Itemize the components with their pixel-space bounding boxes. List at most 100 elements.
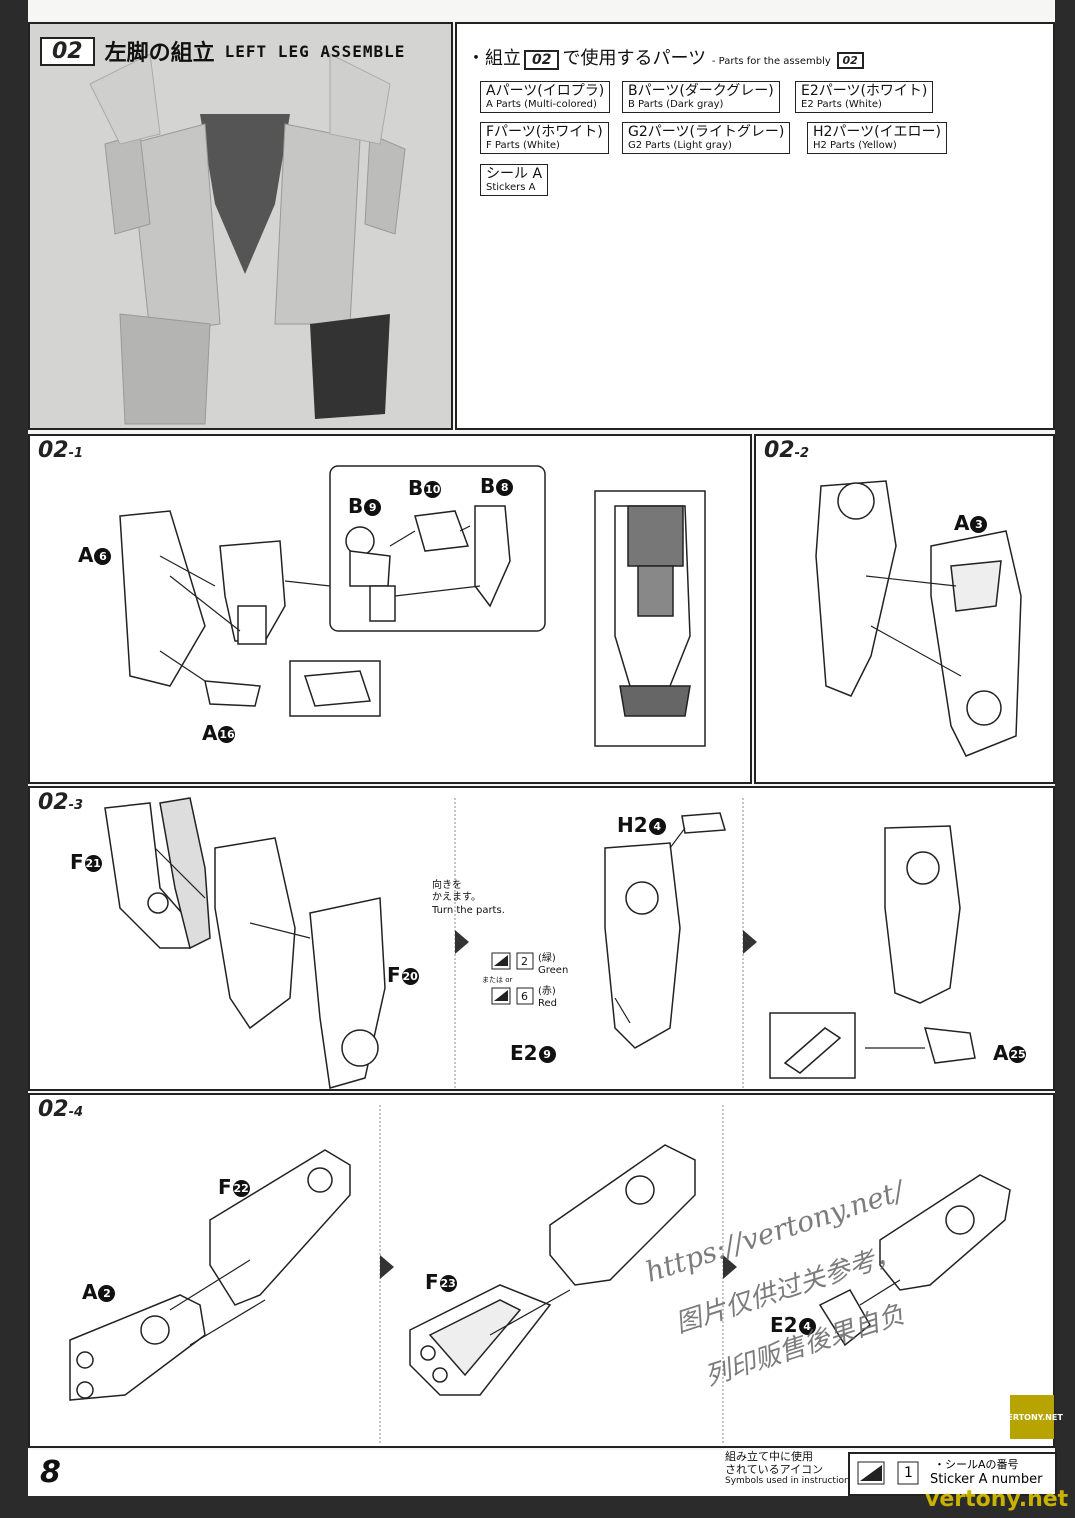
label-a6-number: 6 [94,548,112,565]
watermark-site: vertony.net [925,1487,1069,1512]
header-panel: 02 左脚の組立 LEFT LEG ASSEMBLE [28,22,453,430]
sticker-green-number: 2 [521,955,528,968]
parts-b: Bパーツ(ダークグレー)B Parts (Dark gray) [622,81,780,113]
label-b9-number: 9 [364,499,382,516]
icons-caption-jp2: されているアイコン [725,1462,824,1476]
bottom-border [0,1496,1075,1518]
step-02-3-panel: 02-3 [28,786,1055,1091]
icons-caption: 組み立て中に使用 されているアイコン Symbols used in instr… [725,1450,855,1487]
step-02-1-tag-sub: -1 [68,446,84,461]
parts-title-en: - Parts for the assembly [711,56,831,67]
sticker-legend-number: 1 [904,1465,913,1481]
step-02-1-diagram [119,465,706,747]
label-e2-9-number: 9 [538,1046,556,1063]
parts-title-jp-pre: ・組立 [467,48,521,69]
step-02-2-tag: 02-2 [756,436,817,465]
label-a2-number: 2 [98,1285,116,1302]
parts-sticker-jp: シール A [486,166,543,182]
label-h2-4-prefix: H2 [617,813,648,837]
step-heading: 02 左脚の組立 LEFT LEG ASSEMBLE [40,34,405,68]
parts-e2-jp: E2パーツ(ホワイト) [801,83,928,99]
next-arrow-4 [723,1255,737,1279]
label-b8-prefix: B [480,474,496,498]
label-e2-9-prefix: E2 [510,1041,538,1065]
label-f20-prefix: F [387,963,401,987]
icons-caption-en: Symbols used in instructions [725,1476,855,1487]
title-japanese: 左脚の組立 [104,40,215,66]
sticker-legend-jp: ・シールAの番号 [934,1458,1019,1471]
label-a3-prefix: A [954,511,970,535]
parts-h2-jp: H2パーツ(イエロー) [813,124,941,140]
step-02-4-diagram [69,1105,1011,1445]
label-a16-number: 16 [218,726,236,743]
parts-g2-jp: G2パーツ(ライトグレー) [628,124,785,140]
label-f22-number: 22 [232,1180,250,1197]
next-arrow-2 [743,930,757,954]
leg-photo-illustration [30,24,451,428]
step-02-4-panel: 02-4 [28,1093,1055,1448]
step-number-badge: 02 [40,36,95,66]
parts-h2: H2パーツ(イエロー)H2 Parts (Yellow) [807,122,947,154]
label-h2-4-number: 4 [648,818,666,835]
step-02-3-tag: 02-3 [30,788,91,817]
parts-sticker-en: Stickers A [486,182,536,194]
sticker-green-en: Green [538,965,569,976]
page-number: 8 [40,1455,61,1490]
label-b8-number: 8 [496,479,514,496]
sticker-red-jp: (赤) [538,986,556,997]
label-a6-prefix: A [78,543,94,567]
label-f21-number: 21 [84,855,102,872]
parts-a: Aパーツ(イロプラ)A Parts (Multi-colored) [480,81,611,113]
parts-e2: E2パーツ(ホワイト)E2 Parts (White) [795,81,934,113]
label-a3-number: 3 [970,516,988,533]
label-f21-prefix: F [70,850,84,874]
parts-h2-en: H2 Parts (Yellow) [813,140,897,152]
turn-parts-jp: 向きを かえます。 [432,880,481,903]
parts-f-jp: Fパーツ(ホワイト) [486,124,603,140]
step-02-2-diagram [815,480,1022,757]
label-e2-4-prefix: E2 [770,1313,798,1337]
label-f22-prefix: F [218,1175,232,1199]
step-02-1-tag-main: 02 [38,438,69,463]
icons-caption-jp1: 組み立て中に使用 [725,1450,813,1463]
sticker-red-number: 6 [521,990,528,1003]
label-e2-4-number: 4 [798,1318,816,1335]
parts-a-jp: Aパーツ(イロプラ) [486,83,605,99]
step-02-2-tag-sub: -2 [794,446,810,461]
parts-f-en: F Parts (White) [486,140,560,152]
sticker-legend-en: Sticker A number [930,1472,1043,1487]
label-a16-prefix: A [202,721,218,745]
label-a25-number: 25 [1009,1046,1027,1063]
parts-g2-en: G2 Parts (Light gray) [628,140,732,152]
parts-f: Fパーツ(ホワイト)F Parts (White) [480,122,609,154]
label-f23-number: 23 [439,1275,457,1292]
sticker-green-jp: (緑) [538,953,556,964]
step-02-4-tag-sub: -4 [68,1105,84,1120]
label-b10-prefix: B [408,476,424,500]
parts-b-en: B Parts (Dark gray) [628,99,724,111]
step-02-1-panel: 02-1 [28,434,752,784]
sticker-red-en: Red [538,998,557,1009]
next-arrow-3 [380,1255,394,1279]
parts-title-jp-post: で使用するパーツ [562,48,707,69]
step-02-4-tag: 02-4 [30,1095,91,1124]
step-02-3-tag-sub: -3 [68,798,84,813]
parts-title-step: 02 [524,50,560,70]
left-border [0,0,28,1518]
step-02-3-diagram [104,797,976,1089]
label-f20-number: 20 [401,968,419,985]
label-a25-prefix: A [993,1041,1009,1065]
